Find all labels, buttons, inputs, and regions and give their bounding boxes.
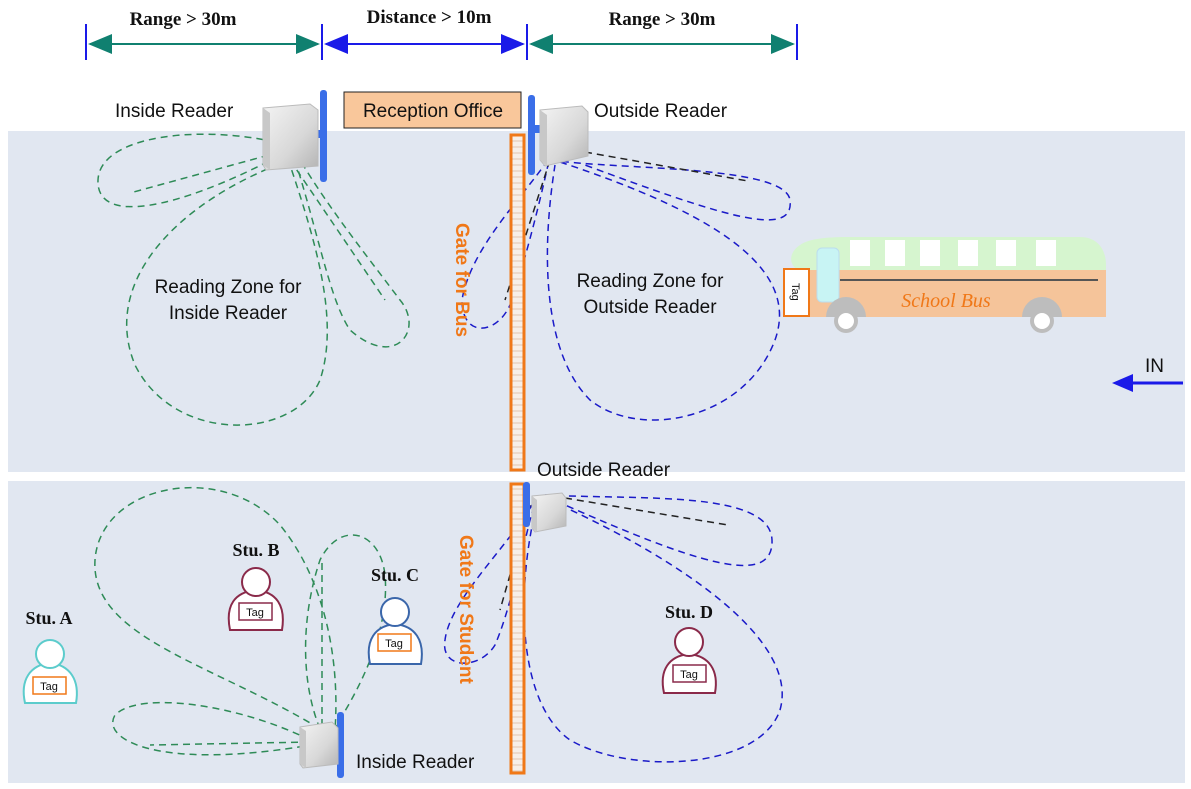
inside-reader-bracket-bus	[312, 130, 326, 138]
reception-office-box	[343, 91, 522, 129]
dimension-markers: Range > 30m Distance > 10m Range > 30m	[85, 7, 798, 60]
outside-reader-label-bus: Outside Reader	[594, 101, 728, 122]
inside-reader-device-bus	[262, 103, 319, 171]
school-bus	[783, 237, 1106, 333]
outside-reader-device-bus	[539, 105, 589, 167]
reception-office-label: Reception Office	[363, 101, 503, 122]
outside-reader-device-student	[531, 492, 567, 533]
student-lane-panel	[8, 481, 1185, 783]
outside-reader-zone-bus	[461, 151, 791, 421]
inside-reader-device-student	[299, 721, 339, 769]
student-c-name: Stu. C	[371, 565, 419, 585]
bus-tag-label: Tag	[789, 283, 801, 301]
student-b-tag: Tag	[246, 607, 264, 619]
student-a	[22, 639, 78, 704]
student-b	[227, 567, 284, 631]
student-c	[367, 597, 423, 665]
inside-zone-title-1: Reading Zone for	[155, 277, 302, 298]
outside-zone-title-1: Reading Zone for	[577, 271, 724, 292]
entry-arrow	[1112, 374, 1183, 392]
student-c-tag: Tag	[385, 638, 403, 650]
inside-reader-label-bus: Inside Reader	[115, 101, 234, 122]
student-gate-bar	[509, 482, 526, 775]
range-right-label: Range > 30m	[609, 9, 716, 30]
bus-name-label: School Bus	[901, 290, 991, 312]
student-d-name: Stu. D	[665, 602, 713, 622]
student-b-name: Stu. B	[232, 540, 279, 560]
outside-reader-mount-bus	[528, 95, 535, 175]
student-a-tag: Tag	[40, 681, 58, 693]
inside-reader-zone-bus	[97, 133, 410, 426]
range-left-label: Range > 30m	[130, 9, 237, 30]
bus-tag	[783, 268, 810, 317]
outside-zone-title-2: Outside Reader	[583, 297, 717, 318]
student-d-tag: Tag	[680, 669, 698, 681]
distance-label: Distance > 10m	[367, 7, 492, 28]
inside-zone-title-2: Inside Reader	[169, 303, 288, 324]
outside-reader-label-student: Outside Reader	[537, 460, 671, 481]
student-d	[661, 627, 717, 694]
outside-reader-mount-student	[523, 482, 530, 527]
bus-gate-label: Gate for Bus	[451, 223, 472, 337]
student-a-name: Stu. A	[25, 608, 72, 628]
inside-reader-mount-student	[337, 712, 344, 778]
student-gate-label: Gate for Student	[455, 535, 476, 685]
entry-label: IN	[1145, 356, 1164, 377]
inside-reader-label-student: Inside Reader	[356, 752, 475, 773]
bus-gate-bar	[509, 133, 526, 472]
